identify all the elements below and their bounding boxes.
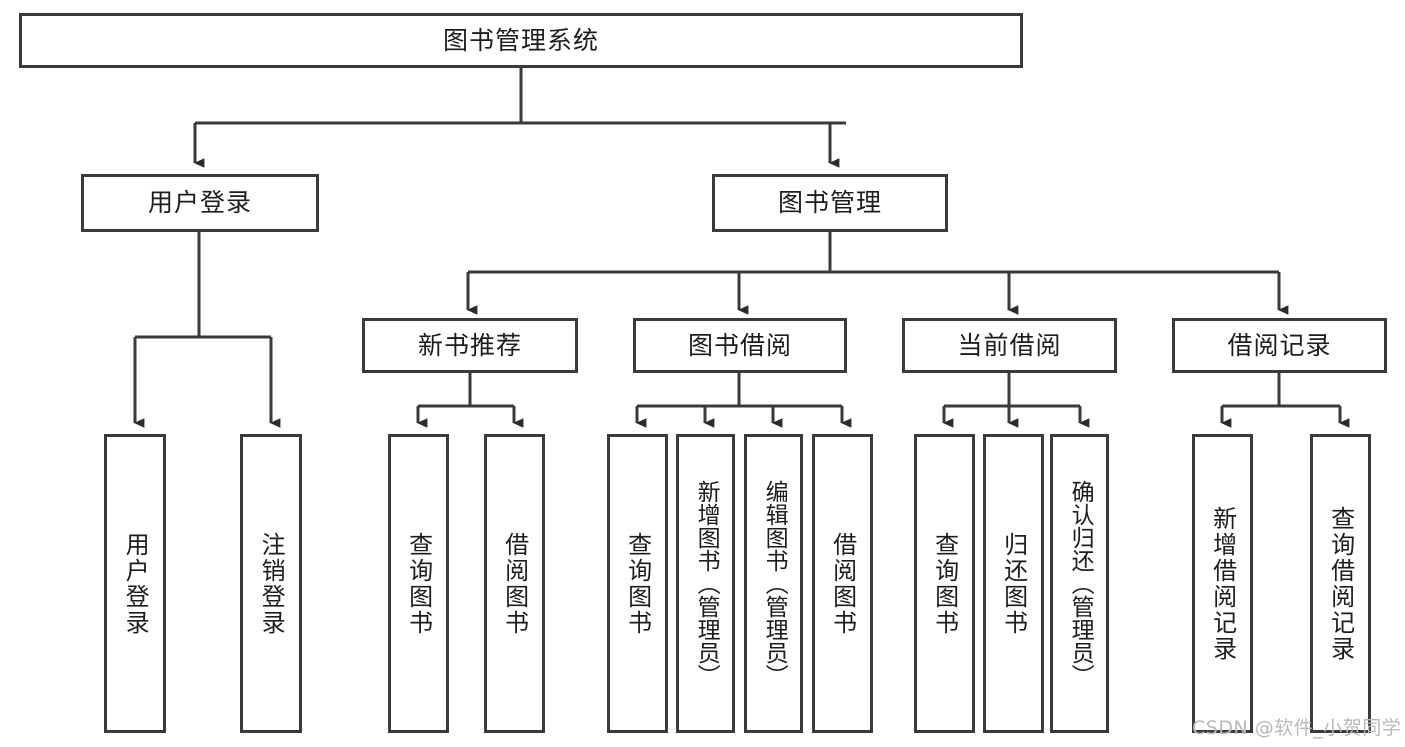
node-label: 图书管理系统 — [442, 25, 599, 55]
node-label: 借阅记录 — [1227, 330, 1332, 360]
node-label: 用户登录 — [147, 188, 252, 218]
node-label: 用户登录 — [121, 531, 150, 636]
node-label: 当前借阅 — [957, 330, 1062, 360]
node-book-management[interactable]: 图书管理 — [712, 174, 948, 232]
node-label: 查询图书 — [404, 531, 433, 636]
node-label: 借阅图书 — [500, 531, 529, 636]
leaf-user-login[interactable]: 用户登录 — [104, 434, 166, 733]
leaf-query-book-3[interactable]: 查询图书 — [914, 434, 975, 733]
leaf-edit-book[interactable]: 编辑图书（管理员） — [744, 434, 803, 733]
node-book-management-system[interactable]: 图书管理系统 — [19, 13, 1023, 68]
node-book-borrow[interactable]: 图书借阅 — [633, 318, 847, 373]
leaf-add-book[interactable]: 新增图书（管理员） — [676, 434, 735, 733]
node-label: 图书管理 — [777, 188, 882, 218]
leaf-borrow-book-1[interactable]: 借阅图书 — [484, 434, 545, 733]
node-label: 查询图书 — [623, 531, 652, 636]
leaf-confirm-return[interactable]: 确认归还（管理员） — [1050, 434, 1109, 733]
node-new-book-recommend[interactable]: 新书推荐 — [362, 318, 578, 373]
node-label: 新书推荐 — [417, 330, 522, 360]
leaf-return-book[interactable]: 归还图书 — [983, 434, 1044, 733]
node-label: 新增图书（管理员） — [693, 480, 720, 687]
node-label: 借阅图书 — [828, 531, 857, 636]
node-label: 图书借阅 — [687, 330, 792, 360]
leaf-add-borrow-record[interactable]: 新增借阅记录 — [1192, 434, 1253, 733]
leaf-borrow-book-2[interactable]: 借阅图书 — [812, 434, 873, 733]
leaf-query-book-1[interactable]: 查询图书 — [388, 434, 449, 733]
leaf-logout-login[interactable]: 注销登录 — [240, 434, 302, 733]
node-label: 查询图书 — [930, 531, 959, 636]
node-label: 新增借阅记录 — [1208, 505, 1237, 662]
node-label: 确认归还（管理员） — [1067, 480, 1094, 687]
node-label: 注销登录 — [257, 531, 286, 636]
leaf-query-borrow-record[interactable]: 查询借阅记录 — [1310, 434, 1371, 733]
csdn-watermark: CSDN @软件_小贺同学 — [1192, 717, 1402, 739]
node-borrow-record[interactable]: 借阅记录 — [1172, 318, 1387, 373]
leaf-query-book-2[interactable]: 查询图书 — [607, 434, 668, 733]
node-label: 编辑图书（管理员） — [761, 480, 788, 687]
node-current-borrow[interactable]: 当前借阅 — [902, 318, 1117, 373]
node-user-login[interactable]: 用户登录 — [81, 174, 319, 232]
node-label: 查询借阅记录 — [1326, 505, 1355, 662]
node-label: 归还图书 — [999, 531, 1028, 636]
